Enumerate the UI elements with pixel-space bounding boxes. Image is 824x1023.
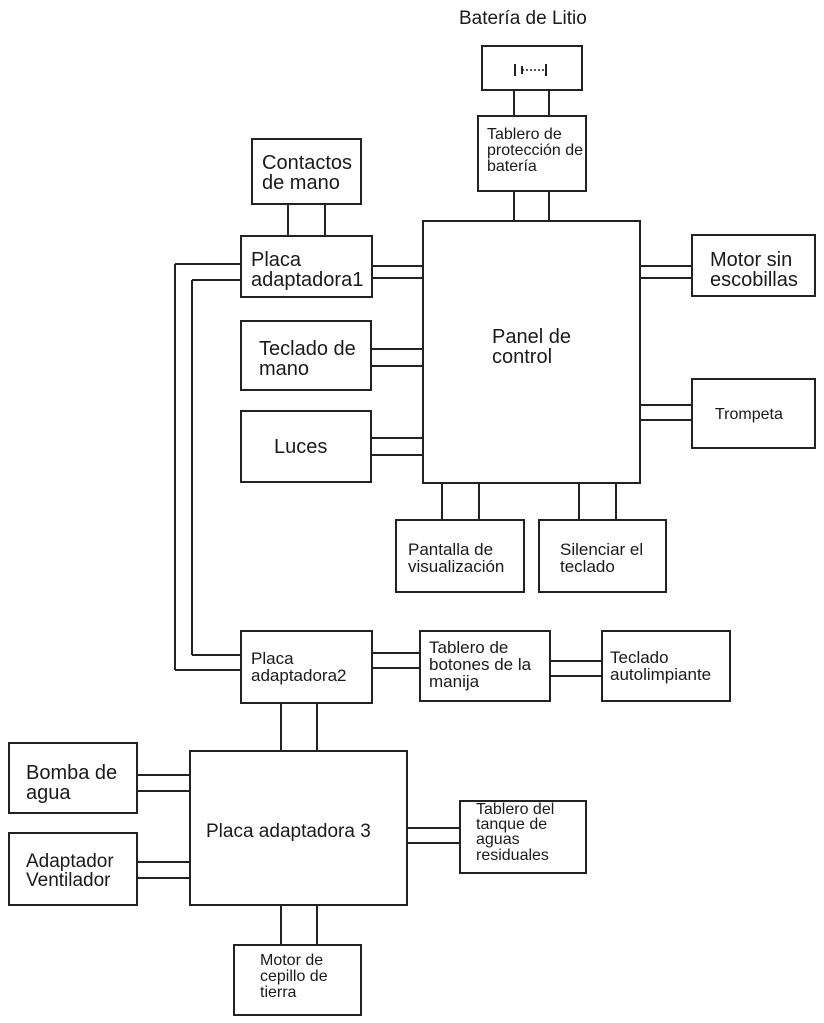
wastewater-tank-label: Tablero del tanque de aguas residuales: [476, 801, 555, 864]
water-pump-box: Bomba de agua: [8, 742, 138, 814]
fan-adapter-label: Adaptador Ventilador: [26, 851, 114, 891]
control-panel-label: Panel de control: [492, 326, 571, 368]
battery-box: [481, 45, 583, 91]
control-panel-box: Panel de control: [422, 220, 641, 484]
hand-contacts-label: Contactos de mano: [262, 152, 353, 194]
floor-brush-motor-label: Motor de cepillo de tierra: [260, 952, 328, 1001]
hand-contacts-box: Contactos de mano: [251, 138, 362, 205]
water-pump-label: Bomba de agua: [26, 762, 118, 804]
battery-icon: [514, 64, 547, 76]
hand-keyboard-box: Teclado de mano: [240, 320, 372, 391]
lights-box: Luces: [240, 410, 372, 483]
adapter-board-2: Placa adaptadora2: [240, 630, 373, 704]
battery-protection-board-label: Tablero de protección de batería: [487, 126, 584, 175]
display-screen-label: Pantalla de visualización: [408, 540, 505, 576]
adapter-board-2-label: Placa adaptadora2: [251, 649, 347, 685]
trumpet-box: Trompeta: [691, 378, 816, 449]
adapter-board-1: Placa adaptadora1: [240, 235, 373, 298]
adapter-board-1-label: Placa adaptadora1: [251, 249, 364, 291]
diagram-title: Batería de Litio: [459, 8, 587, 29]
self-cleaning-keyboard-box: Teclado autolimpiante: [601, 630, 731, 702]
wastewater-tank-board: Tablero del tanque de aguas residuales: [459, 800, 587, 874]
hand-keyboard-label: Teclado de mano: [259, 338, 356, 380]
brushless-motor-box: Motor sin escobillas: [691, 234, 816, 297]
mute-keyboard-label: Silenciar el teclado: [560, 540, 644, 576]
adapter-board-3: Placa adaptadora 3: [189, 750, 408, 906]
battery-protection-board: Tablero de protección de batería: [477, 115, 587, 192]
self-cleaning-keyboard-label: Teclado autolimpiante: [610, 648, 712, 684]
handle-buttons-label: Tablero de botones de la manija: [429, 638, 532, 691]
fan-adapter-box: Adaptador Ventilador: [8, 832, 138, 906]
handle-buttons-board: Tablero de botones de la manija: [419, 630, 551, 702]
lights-label: Luces: [274, 436, 328, 458]
display-screen-box: Pantalla de visualización: [395, 519, 525, 593]
floor-brush-motor-box: Motor de cepillo de tierra: [233, 944, 362, 1016]
brushless-motor-label: Motor sin escobillas: [710, 249, 798, 291]
trumpet-label: Trompeta: [715, 406, 783, 423]
mute-keyboard-box: Silenciar el teclado: [538, 519, 667, 593]
adapter-board-3-label: Placa adaptadora 3: [206, 821, 371, 842]
